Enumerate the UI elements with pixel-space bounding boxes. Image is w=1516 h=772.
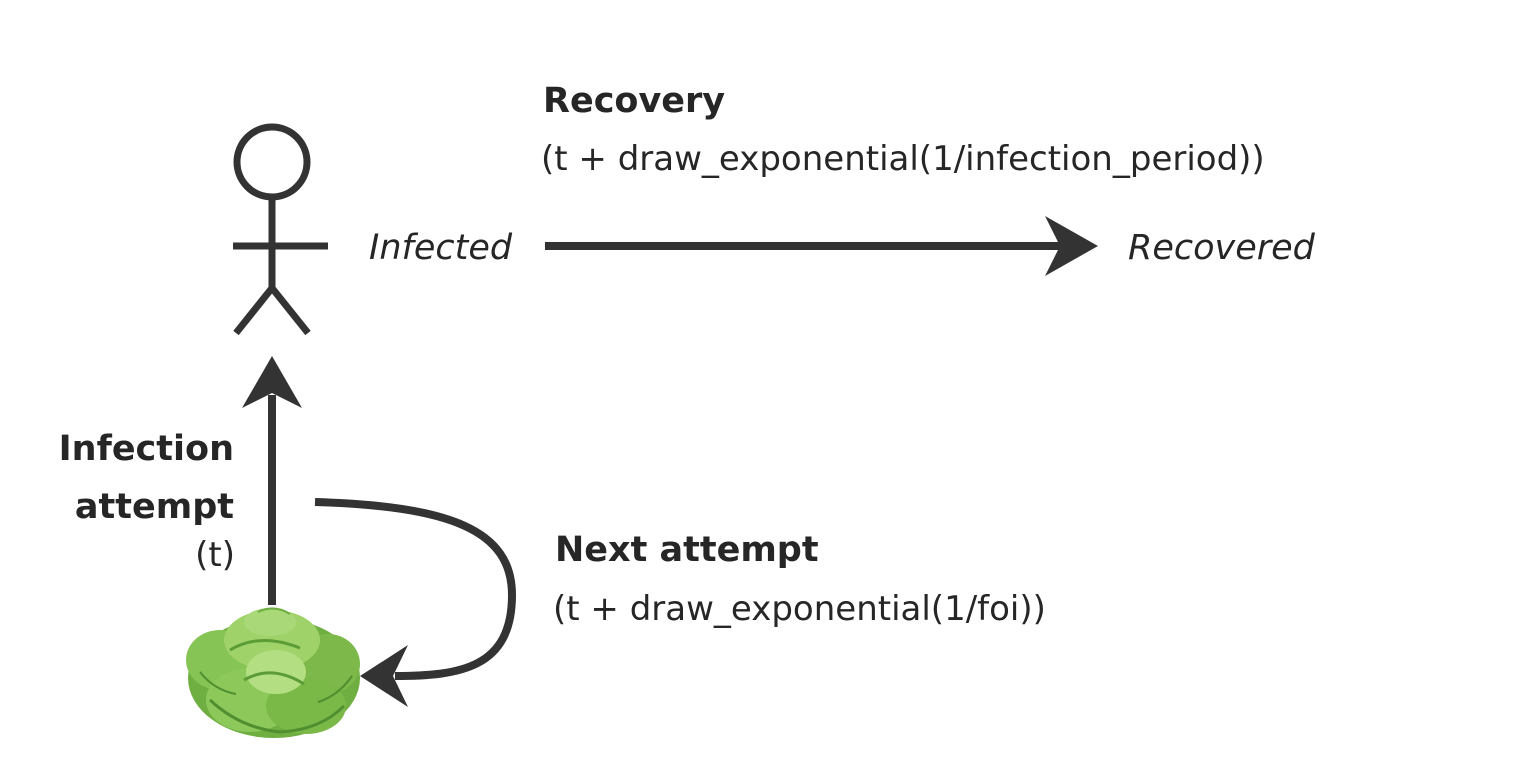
state-recovered-label: Recovered: [1128, 228, 1315, 268]
recovery-arrow: [545, 216, 1098, 276]
next-attempt-title: Next attempt: [555, 530, 819, 570]
lettuce-icon: [186, 607, 360, 738]
recovery-title: Recovery: [543, 81, 726, 121]
person-icon: [233, 123, 328, 336]
next-attempt-formula: (t + draw_exponential(1/foi)): [553, 589, 1046, 629]
infection-attempt-arrow: [242, 356, 302, 605]
infection-attempt-title: Infection attempt: [58, 429, 234, 527]
next-attempt-arrow: [314, 498, 517, 707]
state-infected-label: Infected: [369, 228, 513, 268]
infection-attempt-time: (t): [195, 535, 235, 575]
recovery-formula: (t + draw_exponential(1/infection_period…: [541, 139, 1265, 179]
